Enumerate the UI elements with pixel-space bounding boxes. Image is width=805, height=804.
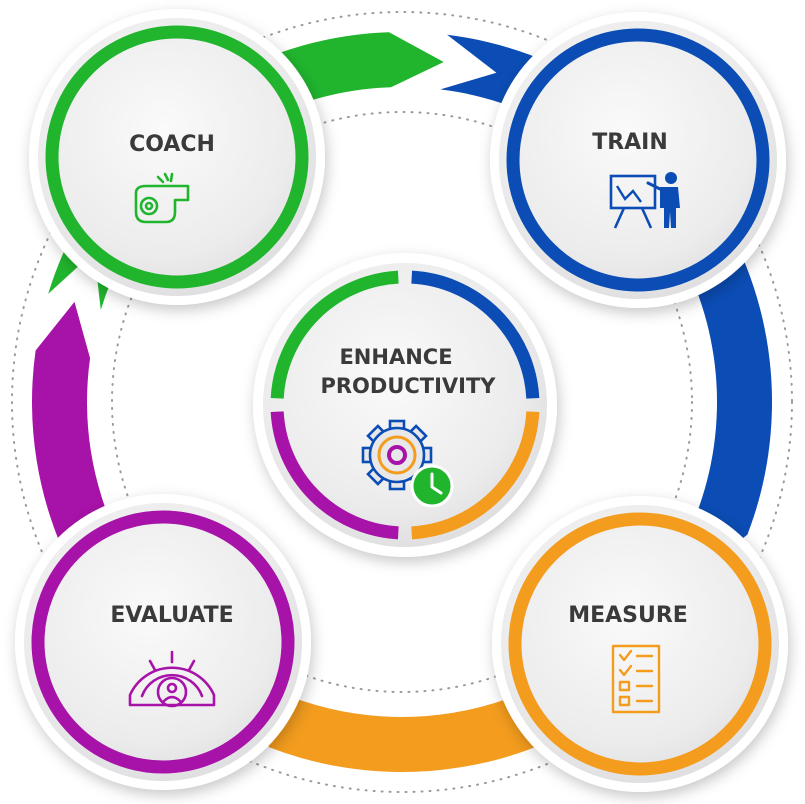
whistle-icon <box>134 172 190 224</box>
train-label: TRAIN <box>592 130 668 155</box>
measure-ring <box>508 512 772 776</box>
hub-arc-orange <box>411 411 540 540</box>
node-train: TRAIN <box>490 12 786 308</box>
inner-dotted-ring <box>111 111 693 693</box>
center-title-line1: ENHANCE <box>339 345 452 369</box>
center-title-line2: PRODUCTIVITY <box>320 374 496 398</box>
hub-ring-segments <box>270 270 540 540</box>
center-hub: ENHANCE PRODUCTIVITY <box>253 253 557 557</box>
arrow-evaluate-to-coach <box>32 301 245 723</box>
node-evaluate: EVALUATE <box>15 494 311 790</box>
arrow-measure-to-evaluate <box>230 559 723 772</box>
evaluate-label: EVALUATE <box>110 603 233 628</box>
evaluate-ring <box>31 510 295 774</box>
outer-dotted-ring <box>11 11 793 793</box>
coach-label: COACH <box>129 132 215 157</box>
coach-ring <box>45 25 309 289</box>
presentation-trainer-icon <box>609 172 680 229</box>
hub-arc-purple <box>270 411 399 540</box>
node-measure: MEASURE <box>492 496 788 792</box>
train-ring <box>506 28 770 292</box>
gauge-person-icon <box>128 650 216 708</box>
gear-clock-icon <box>361 419 454 508</box>
checklist-icon <box>611 644 661 714</box>
node-coach: COACH <box>29 9 325 305</box>
hub-arc-green <box>270 270 399 399</box>
hub-arc-blue <box>411 270 540 399</box>
measure-label: MEASURE <box>568 603 688 628</box>
